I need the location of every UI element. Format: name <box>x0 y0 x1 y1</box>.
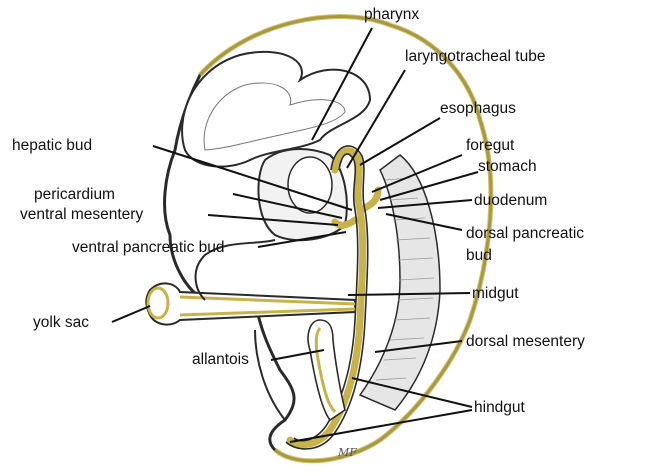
ventral-body-wall <box>196 240 285 420</box>
label-pharynx: pharynx <box>364 6 419 24</box>
label-duodenum: duodenum <box>474 192 547 210</box>
signature-mark: MF <box>337 446 357 459</box>
label-foregut: foregut <box>466 137 514 155</box>
label-midgut: midgut <box>472 285 519 303</box>
label-allantois: allantois <box>192 351 249 369</box>
label-hepatic-bud: hepatic bud <box>12 137 92 155</box>
label-laryngotracheal-tube: laryngotracheal tube <box>405 48 545 66</box>
allantois-tube <box>308 320 345 420</box>
label-dorsal-pancreatic-bud-1: dorsal pancreatic <box>466 225 584 243</box>
label-pericardium: pericardium <box>34 186 115 204</box>
label-esophagus: esophagus <box>440 100 516 118</box>
label-hindgut: hindgut <box>474 399 525 417</box>
svg-text:MF: MF <box>337 446 357 459</box>
label-ventral-mesentery: ventral mesentery <box>20 206 143 224</box>
label-dorsal-mesentery: dorsal mesentery <box>466 333 585 351</box>
yolk-sac-stalk <box>146 283 355 324</box>
label-stomach: stomach <box>478 158 537 176</box>
label-yolk-sac: yolk sac <box>33 314 89 332</box>
label-dorsal-pancreatic-bud-2: bud <box>466 247 492 265</box>
label-ventral-pancreatic-bud: ventral pancreatic bud <box>72 239 225 257</box>
